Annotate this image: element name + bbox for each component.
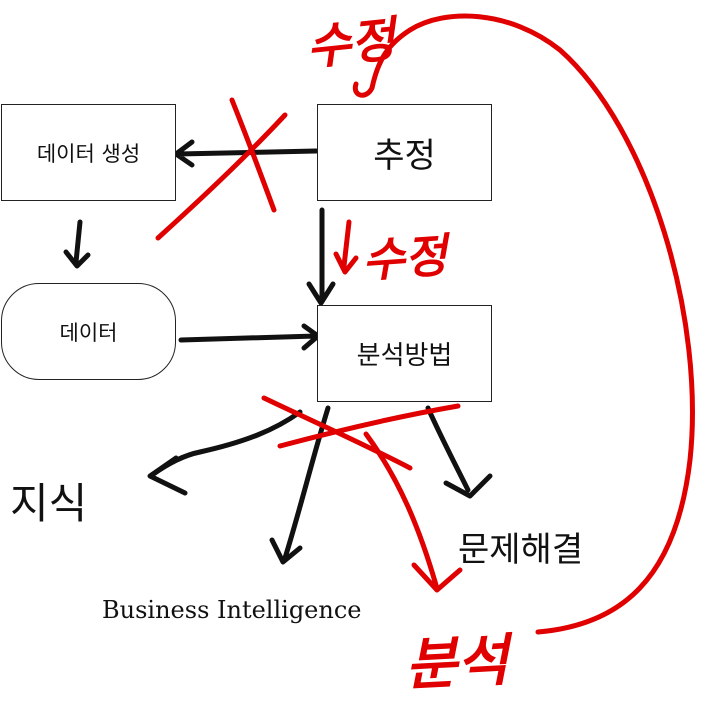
red-arrow-to-analysis (363, 431, 463, 593)
node-data: 데이터 (1, 283, 176, 380)
annotation-bottom-analysis: 분석 (403, 628, 510, 699)
red-mini-arrow (333, 219, 359, 275)
cross-out-center-b (277, 403, 461, 449)
outcome-knowledge: 지식 (10, 479, 88, 528)
node-data-generation: 데이터 생성 (1, 104, 176, 201)
arrow-data-to-analysis (178, 323, 321, 351)
outcome-business-intelligence: Business Intelligence (102, 596, 362, 624)
annotation-top-correction: 수정 (303, 11, 398, 77)
arrow-analysis-to-problem (425, 405, 493, 499)
node-estimation: 추정 (317, 104, 492, 201)
red-loop-analysis-to-correction (352, 13, 695, 635)
arrow-datagen-to-data (63, 219, 91, 269)
arrow-estimation-to-analysis (306, 207, 336, 306)
annotation-mid-correction: 수정 (360, 228, 449, 288)
cross-out-left (155, 97, 288, 241)
arrow-analysis-to-knowledge (147, 409, 303, 496)
outcome-problem-solving: 문제해결 (458, 530, 584, 570)
arrow-analysis-to-bi (269, 405, 331, 565)
node-analysis-method: 분석방법 (317, 305, 492, 402)
